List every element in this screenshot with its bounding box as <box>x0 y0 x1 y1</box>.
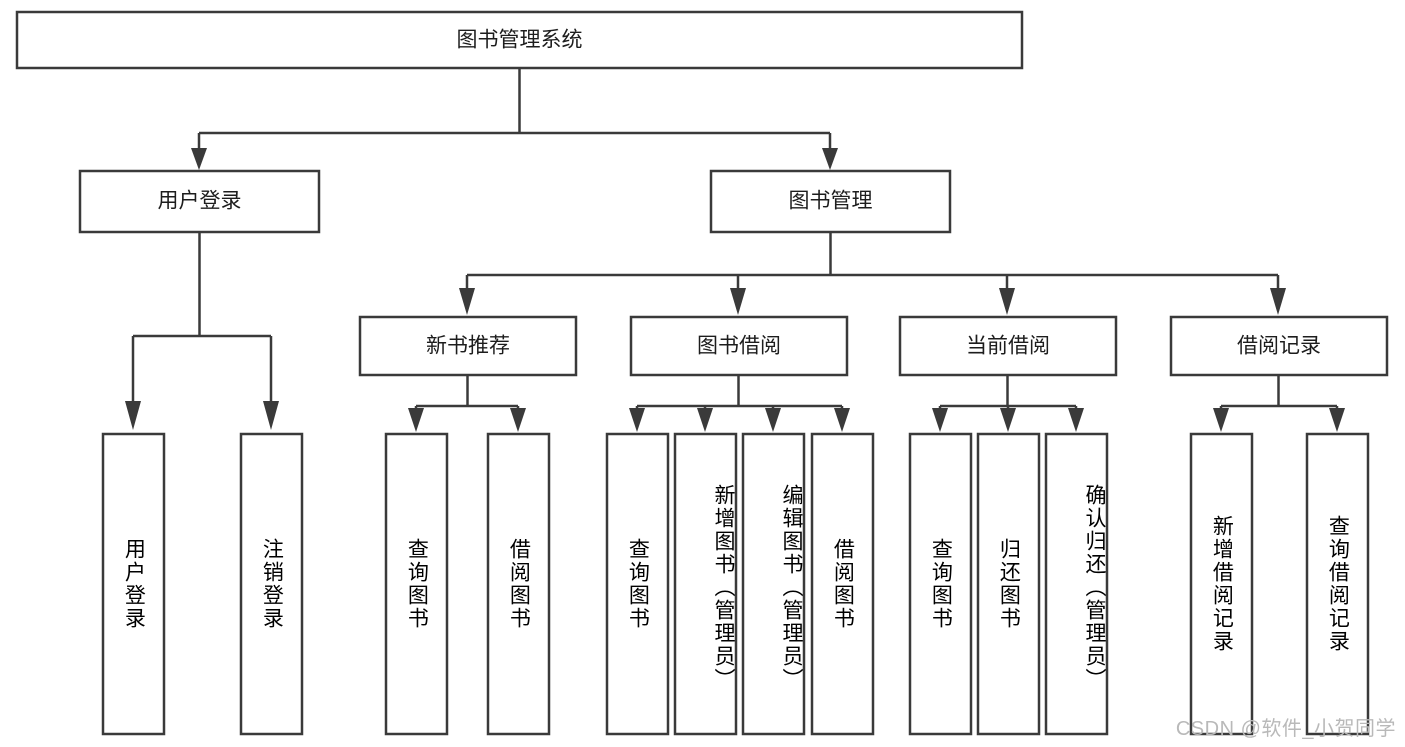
leaf-label-confirm-return-cell: 确认归还（管理员） <box>1046 440 1107 734</box>
arrow-record-leaf-2 <box>1329 408 1345 432</box>
arrow-bookmgmt-current-borrow <box>999 288 1015 315</box>
leaf-label-borrow-book-2: 借阅图书 <box>831 538 855 630</box>
leaf-label-add-book-cell: 新增图书（管理员） <box>675 440 736 734</box>
connector-layer <box>125 68 1345 432</box>
node-book-borrow[interactable] <box>629 315 849 377</box>
leaf-label-user-login-cell: 用户登录 <box>103 434 164 734</box>
node-current-borrow[interactable] <box>898 315 1118 377</box>
arrow-current-leaf-2 <box>1000 408 1016 432</box>
leaf-label-borrow-book-1: 借阅图书 <box>507 538 531 630</box>
arrow-root-to-user-login <box>191 148 207 170</box>
node-leaf-confirm-return[interactable] <box>1044 432 1109 736</box>
arrow-borrow-leaf-2 <box>697 408 713 432</box>
leaf-label-query-book-1-cell: 查询图书 <box>386 434 447 734</box>
node-user-login-label: 用户登录 <box>158 190 242 213</box>
leaf-label-return-book-cell: 归还图书 <box>978 434 1039 734</box>
leaf-label-borrow-book-1-cell: 借阅图书 <box>488 434 549 734</box>
node-book-management[interactable] <box>709 169 952 234</box>
leaf-label-query-book-3: 查询图书 <box>929 538 953 630</box>
leaf-label-query-book-1: 查询图书 <box>405 538 429 630</box>
leaf-label-query-book-2-cell: 查询图书 <box>607 434 668 734</box>
arrow-borrow-leaf-4 <box>834 408 850 432</box>
leaf-label-add-record: 新增借阅记录 <box>1210 515 1234 653</box>
arrow-bookmgmt-new-book-recommend <box>459 288 475 315</box>
leaf-label-edit-book: 编辑图书（管理员） <box>780 483 803 691</box>
leaf-label-borrow-book-2-cell: 借阅图书 <box>812 434 873 734</box>
node-book-management-system[interactable] <box>15 10 1024 70</box>
leaf-label-add-record-cell: 新增借阅记录 <box>1191 434 1252 734</box>
node-leaf-query-book-2[interactable] <box>605 432 670 736</box>
leaf-label-user-logout-cell: 注销登录 <box>241 434 302 734</box>
node-leaf-return-book[interactable] <box>976 432 1041 736</box>
node-new-book-recommend-label: 新书推荐 <box>426 335 510 358</box>
leaf-label-query-record: 查询借阅记录 <box>1326 515 1350 653</box>
node-current-borrow-label: 当前借阅 <box>966 335 1050 358</box>
node-leaf-query-book-1[interactable] <box>384 432 449 736</box>
node-leaf-add-record[interactable] <box>1189 432 1254 736</box>
leaf-label-edit-book-cell: 编辑图书（管理员） <box>743 440 804 734</box>
node-leaf-borrow-book-2[interactable] <box>810 432 875 736</box>
leaf-label-add-book: 新增图书（管理员） <box>712 483 735 691</box>
node-leaf-user-login[interactable] <box>101 432 166 736</box>
node-leaf-query-book-3[interactable] <box>908 432 973 736</box>
leaf-label-confirm-return: 确认归还（管理员） <box>1083 483 1106 691</box>
leaf-label-query-book-2: 查询图书 <box>626 538 650 630</box>
leaf-label-user-logout: 注销登录 <box>260 538 284 630</box>
node-book-borrow-label: 图书借阅 <box>697 335 781 358</box>
arrow-bookmgmt-book-borrow <box>730 288 746 315</box>
arrow-root-to-book-management <box>822 148 838 170</box>
arrow-userlogin-leaf-1 <box>125 401 141 430</box>
arrow-recommend-leaf-2 <box>510 408 526 432</box>
node-new-book-recommend[interactable] <box>358 315 578 377</box>
node-layer: 图书管理系统 用户登录 图书管理 新书推荐 图书借阅 当前借阅 借阅记录 <box>15 10 1389 736</box>
node-leaf-query-record[interactable] <box>1305 432 1370 736</box>
node-borrow-record[interactable] <box>1169 315 1389 377</box>
node-user-login[interactable] <box>78 169 321 234</box>
node-leaf-borrow-book-1[interactable] <box>486 432 551 736</box>
leaf-label-user-login: 用户登录 <box>122 538 146 630</box>
leaf-label-return-book: 归还图书 <box>997 538 1021 630</box>
leaf-label-query-book-3-cell: 查询图书 <box>910 434 971 734</box>
arrow-recommend-leaf-1 <box>408 408 424 432</box>
leaf-label-query-record-cell: 查询借阅记录 <box>1307 434 1368 734</box>
arrow-current-leaf-1 <box>932 408 948 432</box>
arrow-userlogin-leaf-2 <box>263 401 279 430</box>
arrow-borrow-leaf-1 <box>629 408 645 432</box>
node-leaf-add-book[interactable] <box>673 432 738 736</box>
node-book-management-system-label: 图书管理系统 <box>457 29 583 52</box>
arrow-borrow-leaf-3 <box>765 408 781 432</box>
arrow-current-leaf-3 <box>1068 408 1084 432</box>
arrow-bookmgmt-borrow-record <box>1270 288 1286 315</box>
node-borrow-record-label: 借阅记录 <box>1237 335 1321 358</box>
node-book-management-label: 图书管理 <box>789 190 873 213</box>
arrow-record-leaf-1 <box>1213 408 1229 432</box>
node-leaf-edit-book[interactable] <box>741 432 806 736</box>
csdn-watermark: CSDN @软件_小贺同学 <box>1175 718 1396 740</box>
node-leaf-user-logout[interactable] <box>239 432 304 736</box>
